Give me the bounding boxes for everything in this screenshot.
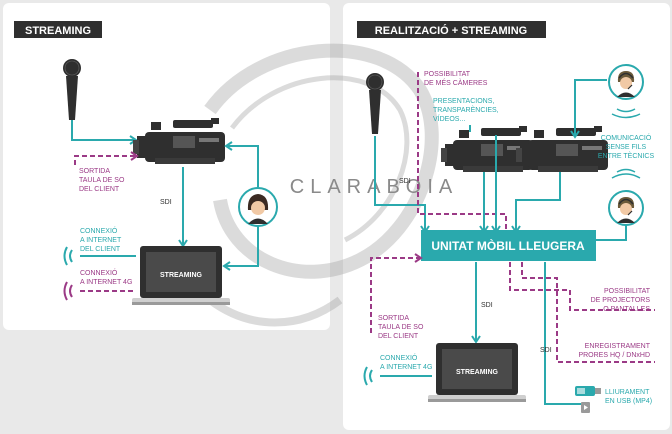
- left-4g-line-1: CONNEXIÓ: [80, 268, 118, 277]
- more-cameras-dashed-line: [417, 72, 507, 230]
- sortida-dashed-line: [74, 155, 136, 165]
- right-laptop-label: STREAMING: [456, 369, 499, 376]
- arrow-icon: [414, 253, 423, 263]
- comunicacio-line-3: ENTRE TÈCNICS: [598, 151, 655, 160]
- projectors-line-3: O PANTALLES: [603, 306, 650, 313]
- right-panel-title: REALITZACIÓ + STREAMING: [375, 24, 527, 37]
- presentacions-line-3: VÍDEOS...: [433, 114, 465, 123]
- enregistrament-line-1: ENREGISTRAMENT: [585, 343, 651, 350]
- arrow-icon: [471, 335, 481, 344]
- right-panel-title-bg: [357, 21, 546, 38]
- operator-avatar-icon: [238, 187, 278, 227]
- left-panel-title-bg: [14, 21, 102, 38]
- right-sdi-mid-label: SDI: [481, 302, 493, 309]
- right-sdi-right-label: SDI: [540, 347, 552, 354]
- possibilitat-cameres-line-1: POSSIBILITAT: [424, 71, 471, 78]
- camera-to-operator-line: [228, 145, 259, 187]
- right-4g-line-2: A INTERNET 4G: [380, 364, 432, 371]
- right-sortida-line-3: DEL CLIENT: [378, 333, 419, 340]
- left-sortida-line-2: TAULA DE SO: [79, 177, 125, 184]
- usb-line-2: EN USB (MP4): [605, 398, 652, 405]
- right-sortida-line-2: TAULA DE SO: [378, 324, 424, 331]
- right-sdi-top-label: SDI: [399, 178, 411, 185]
- arrow-icon: [222, 261, 231, 271]
- left-connexio-line-1: CONNEXIÓ: [80, 226, 118, 235]
- mobile-unit-label: UNITAT MÒBIL LLEUGERA: [431, 238, 585, 253]
- projectors-line-1: POSSIBILITAT: [604, 288, 651, 295]
- usb-line-1: LLIURAMENT: [605, 389, 650, 396]
- unit-to-usb-line: [544, 262, 588, 405]
- mobile-unit-box: [421, 230, 596, 261]
- technician-1-avatar-icon: [608, 64, 644, 100]
- left-panel-title: STREAMING: [25, 25, 91, 37]
- left-4g-line-2: A INTERNET 4G: [80, 279, 132, 286]
- camera2-to-unit-line: [515, 172, 561, 230]
- signal-4g-icon: [63, 281, 73, 301]
- left-panel: [3, 3, 330, 330]
- presentacions-line-2: TRANSPARÈNCIES,: [433, 105, 499, 114]
- mic-to-camera-line: [71, 120, 134, 141]
- left-sortida-line-1: SORTIDA: [79, 168, 110, 175]
- left-laptop-label: STREAMING: [160, 272, 203, 279]
- operator-to-laptop-line: [226, 226, 259, 267]
- wireless-signal-icon: [611, 108, 641, 119]
- arrow-icon: [570, 130, 580, 139]
- technician-2-avatar-icon: [608, 190, 644, 226]
- usb-stick-icon: [575, 386, 601, 396]
- arrow-icon: [130, 151, 139, 161]
- left-connexio-line-3: DEL CLIENT: [80, 246, 121, 253]
- signal-4g-icon: [363, 366, 373, 386]
- possibilitat-cameres-line-2: DE MÉS CÀMERES: [424, 78, 488, 87]
- recording-dashed-line: [521, 262, 655, 363]
- watermark-text: CLARABOIA: [290, 176, 458, 198]
- right-sortida-dashed-line: [370, 257, 420, 333]
- presentacions-line-1: PRESENTACIONS,: [433, 98, 494, 105]
- enregistrament-line-2: PRORES HQ / DNxHD: [578, 352, 650, 359]
- mic-to-unit-line: [374, 136, 426, 230]
- right-sortida-line-1: SORTIDA: [378, 315, 409, 322]
- comunicacio-line-1: COMUNICACIÓ: [601, 133, 652, 142]
- tech2-to-unit-line: [596, 225, 627, 241]
- wireless-signal-icon: [611, 168, 641, 179]
- wifi-signal-icon: [63, 246, 73, 266]
- projectors-line-2: DE PROJECTORS: [591, 297, 651, 304]
- projectors-dashed-line: [509, 262, 655, 311]
- left-sdi-label: SDI: [160, 199, 172, 206]
- right-4g-line-1: CONNEXIÓ: [380, 353, 418, 362]
- arrow-icon: [224, 141, 233, 151]
- tech1-to-camera-line: [574, 79, 607, 135]
- left-sortida-line-3: DEL CLIENT: [79, 186, 120, 193]
- comunicacio-line-2: SENSE FILS: [606, 144, 647, 151]
- file-icon: [581, 402, 590, 413]
- left-connexio-line-2: A INTERNET: [80, 237, 122, 244]
